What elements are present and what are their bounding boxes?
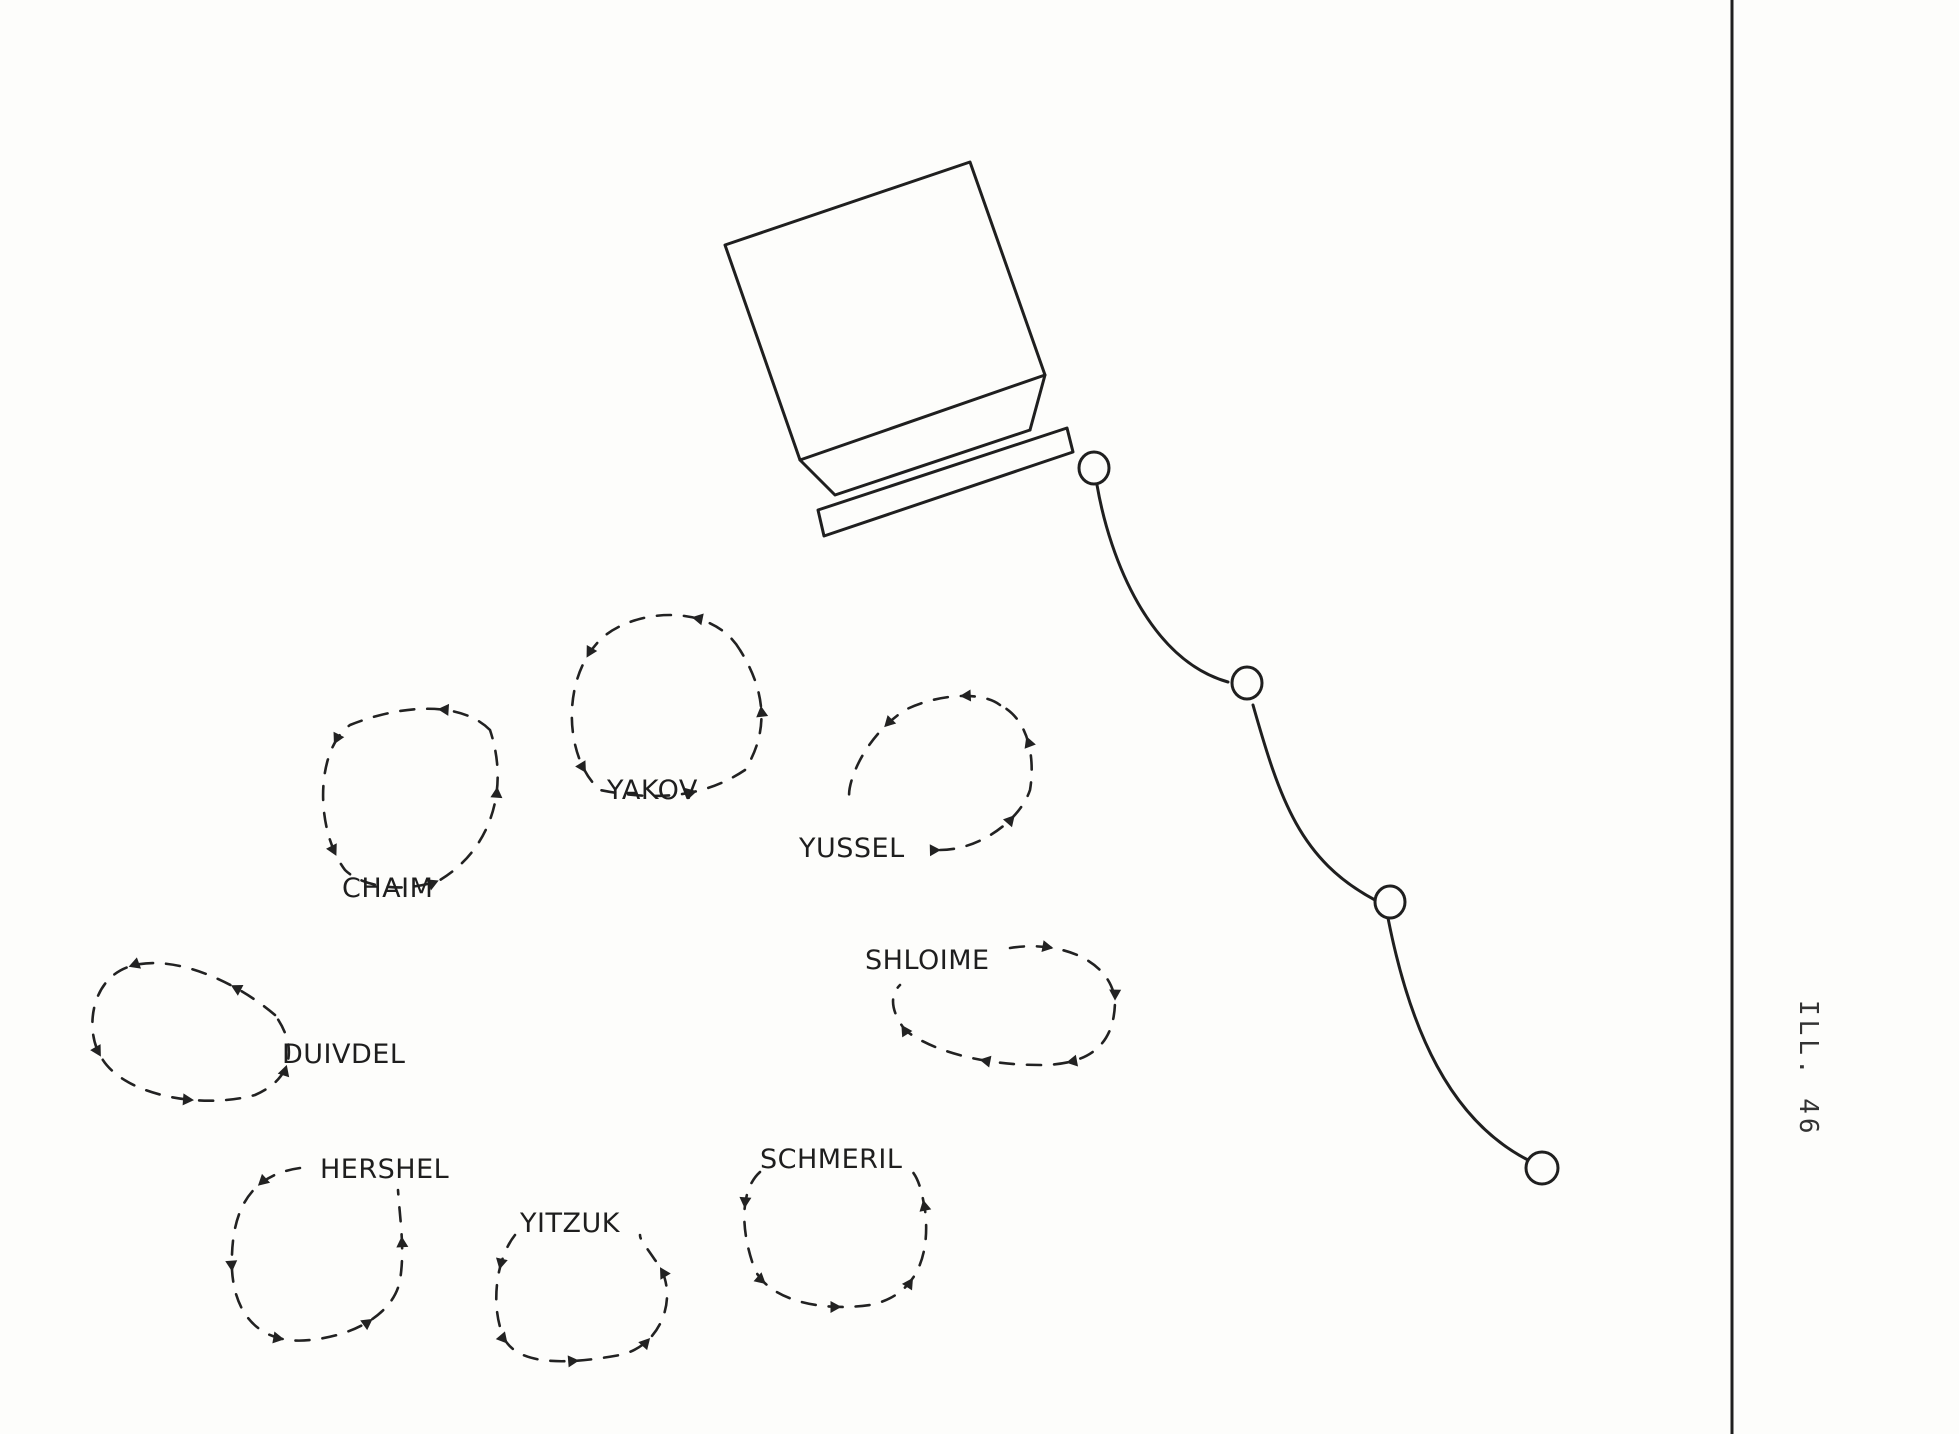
arrowhead xyxy=(830,1300,842,1313)
path-yitzuk xyxy=(495,1233,669,1363)
arrowhead xyxy=(90,1044,101,1057)
camera-lower-edge xyxy=(798,428,1032,497)
arrowhead xyxy=(929,844,941,857)
label-hershel: HERSHEL xyxy=(320,1154,449,1185)
arrowhead xyxy=(1109,989,1122,1001)
illustration-caption: ILL. 46 xyxy=(1793,1000,1823,1138)
arrowhead xyxy=(659,1267,671,1280)
cable-segment-2 xyxy=(1251,703,1377,902)
loop-yakov xyxy=(570,613,763,798)
arrowhead xyxy=(396,1236,409,1248)
loop-yitzuk xyxy=(495,1233,669,1363)
arrowhead xyxy=(1002,815,1015,828)
camera-base-plate xyxy=(816,426,1075,538)
arrowhead xyxy=(277,1064,290,1078)
arrowhead xyxy=(575,760,586,773)
arrowhead xyxy=(753,1272,766,1284)
label-yussel: YUSSEL xyxy=(798,833,905,864)
arrowhead xyxy=(333,731,345,745)
path-duivdel xyxy=(91,961,291,1102)
arrowhead xyxy=(496,1257,508,1270)
arrowhead xyxy=(1024,736,1036,749)
path-chaim xyxy=(321,707,499,889)
cable-segment-3 xyxy=(1386,916,1530,1162)
arrowhead xyxy=(1066,1054,1079,1067)
arrowhead xyxy=(225,1260,238,1272)
arrowhead xyxy=(490,786,503,799)
arrowhead xyxy=(230,985,244,996)
arrowhead xyxy=(901,1024,913,1038)
arrowhead xyxy=(919,1199,932,1212)
arrowhead xyxy=(182,1093,195,1106)
arrowhead xyxy=(901,1277,913,1291)
label-yakov: YAKOV xyxy=(606,775,698,806)
arrowhead xyxy=(257,1173,271,1186)
loop-chaim xyxy=(321,707,499,889)
arrowhead xyxy=(959,689,972,702)
label-chaim: CHAIM xyxy=(342,873,433,904)
arrowhead xyxy=(567,1355,580,1368)
arrowhead xyxy=(979,1055,992,1068)
arrowhead xyxy=(495,1331,508,1344)
loop-yussel xyxy=(847,694,1033,852)
arrowhead xyxy=(638,1338,651,1351)
path-hershel xyxy=(230,1166,404,1342)
loop-duivdel xyxy=(91,961,291,1102)
arrowhead xyxy=(684,787,698,800)
arrowhead xyxy=(426,879,439,891)
arrowhead xyxy=(437,703,450,716)
arrowhead xyxy=(586,645,598,658)
path-yakov xyxy=(570,613,763,798)
label-schmeril: SCHMERIL xyxy=(760,1144,902,1175)
arrowhead xyxy=(756,705,769,718)
loop-schmeril xyxy=(743,1163,928,1309)
cable xyxy=(1077,450,1560,1186)
arrowhead xyxy=(691,613,704,626)
cable-node-1 xyxy=(1077,450,1111,486)
camera-side-edge xyxy=(1028,373,1047,432)
arrowhead xyxy=(360,1318,373,1331)
label-yitzuk: YITZUK xyxy=(519,1208,621,1239)
cable-node-4 xyxy=(1524,1150,1560,1186)
arrowhead xyxy=(1041,940,1054,953)
cable-node-2 xyxy=(1230,665,1264,701)
loop-hershel xyxy=(230,1166,404,1342)
label-duivdel: DUIVDEL xyxy=(282,1039,405,1070)
camera-body xyxy=(723,160,1047,462)
arrowhead xyxy=(326,843,337,856)
arrowhead xyxy=(739,1196,752,1209)
cable-node-3 xyxy=(1373,884,1407,920)
camera-box xyxy=(723,160,1075,538)
arrowheads xyxy=(90,613,1122,1368)
label-shloime: SHLOIME xyxy=(865,945,990,976)
arrowhead xyxy=(272,1331,285,1344)
arrowhead xyxy=(128,957,142,969)
cable-segment-1 xyxy=(1095,483,1230,684)
arrowhead xyxy=(884,715,897,728)
path-schmeril xyxy=(743,1163,928,1309)
path-yussel xyxy=(847,694,1033,852)
